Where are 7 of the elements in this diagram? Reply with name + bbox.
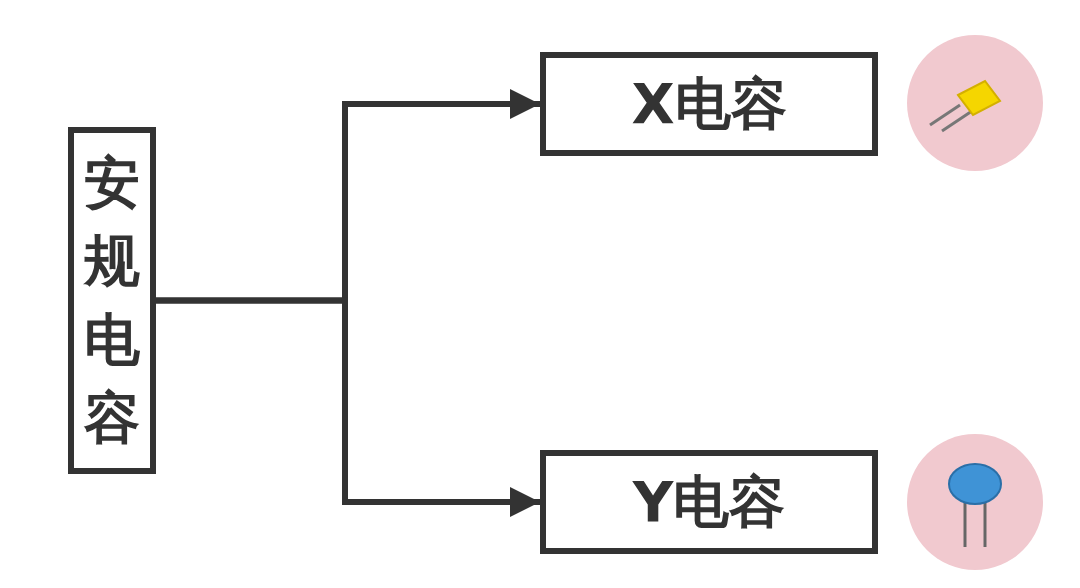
node-label: 安规电容 (82, 148, 141, 452)
process-box (540, 52, 878, 156)
process-box (540, 450, 878, 554)
node-label: X电容 (631, 73, 787, 135)
node-label: Y电容 (632, 471, 786, 533)
arrow (156, 297, 540, 517)
process-box (68, 127, 156, 474)
